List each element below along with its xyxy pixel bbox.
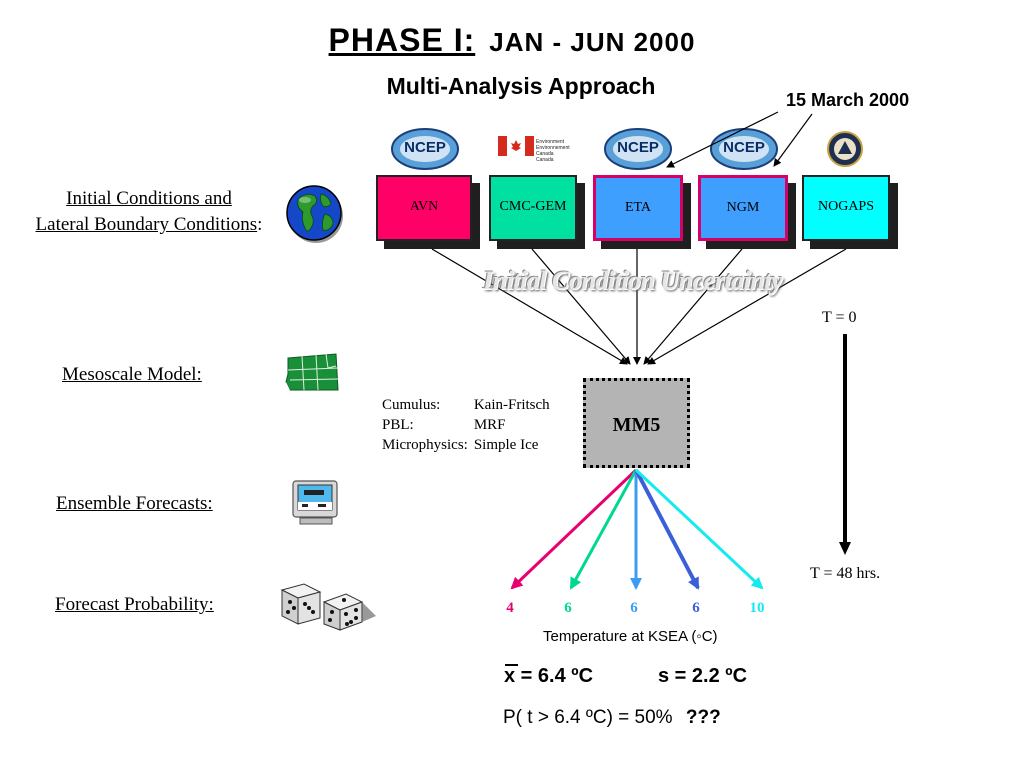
model-label: CMC-GEM (499, 199, 567, 214)
temperature-caption: Temperature at KSEA (◦C) (543, 628, 718, 645)
initial-conditions-line1: Initial Conditions and (66, 188, 232, 209)
arrow-note-to-eta (666, 111, 779, 168)
forecast-value-3: 6 (630, 600, 638, 616)
arrow-forecast-4 (634, 469, 700, 590)
globe-icon (286, 185, 343, 243)
model-label: AVN (409, 199, 439, 214)
dice-icon (280, 583, 376, 631)
ensemble-forecasts-label: Ensemble Forecasts: (56, 493, 213, 514)
probability-statement: P( t > 6.4 ºC) = 50% ??? (503, 707, 721, 729)
mesoscale-model-label: Mesoscale Model: (62, 364, 202, 385)
forecast-probability-label: Forecast Probability: (55, 594, 214, 615)
monitor-icon (292, 480, 338, 525)
model-box-ngm: NGM (698, 175, 788, 241)
mean-stat: x = 6.4 ºC (504, 664, 594, 688)
ncep-logo-graphic (604, 128, 672, 170)
initial-conditions-line2: Lateral Boundary Conditions (35, 214, 258, 235)
mean-stat-text: x = 6.4 ºC (504, 665, 594, 687)
title-dates: JAN - JUN 2000 (489, 27, 696, 57)
ncep-logo-3: NCEP (709, 128, 779, 170)
initial-conditions-label: Initial Conditions and Lateral Boundary … (18, 186, 280, 238)
navy-seal-icon (827, 131, 863, 167)
param-name: PBL: (382, 417, 414, 433)
arrow-ngm-to-mm5 (643, 248, 743, 365)
model-box-cmc-gem: CMC-GEM (489, 175, 577, 241)
arrow-forecast-1 (510, 468, 638, 590)
ncep-logo-graphic (391, 128, 459, 170)
forecast-value-5: 10 (749, 600, 765, 616)
canada-flag-icon (498, 136, 534, 156)
ncep-logo-2: NCEP (603, 128, 673, 170)
arrow-avn-to-mm5 (431, 248, 628, 365)
map-icon (284, 353, 339, 391)
std-stat: s = 2.2 ºC (658, 665, 748, 687)
mm5-params-table: Cumulus: Kain-Fritsch PBL: MRF Microphys… (382, 395, 556, 455)
uncertainty-label: Initial Condition Uncertainty (483, 266, 783, 295)
model-label: NGM (726, 200, 760, 215)
forecast-value-4: 6 (692, 600, 700, 616)
timeline-start-label: T = 0 (822, 309, 857, 326)
timeline-arrow-head (839, 542, 851, 555)
page-title: PHASE I: JAN - JUN 2000 (0, 22, 1024, 59)
timeline-end-label: T = 48 hrs. (810, 565, 881, 582)
mean-overbar (505, 664, 518, 666)
arrow-forecast-5 (634, 468, 764, 590)
ncep-logo-text: NCEP (617, 139, 659, 156)
forecast-value-2: 6 (564, 600, 572, 616)
param-row: Microphysics: Simple Ice (382, 435, 556, 455)
param-row: PBL: MRF (382, 415, 556, 435)
model-box-avn: AVN (376, 175, 472, 241)
probability-text: P( t > 6.4 ºC) = 50% (503, 707, 673, 728)
param-value: MRF (473, 417, 506, 433)
model-label: NOGAPS (817, 199, 874, 214)
arrow-cmc-gem-to-mm5 (531, 248, 631, 365)
param-name: Microphysics: (382, 437, 468, 453)
initial-conditions-colon: : (257, 214, 263, 235)
param-name: Cumulus: (382, 397, 441, 413)
param-value: Simple Ice (473, 437, 539, 453)
model-label: ETA (624, 200, 652, 215)
model-box-nogaps: NOGAPS (802, 175, 890, 241)
mm5-box: MM5 (583, 378, 690, 468)
ncep-logo-text: NCEP (723, 139, 765, 156)
arrow-forecast-2 (569, 469, 638, 590)
ncep-logo-graphic (710, 128, 778, 170)
forecast-value-1: 4 (506, 600, 514, 616)
subtitle: Multi-Analysis Approach (386, 73, 656, 99)
environment-canada-logo: Environment Environnement Canada Canada (498, 136, 570, 163)
model-box-eta: ETA (593, 175, 683, 241)
arrow-note-to-ngm (773, 113, 813, 167)
date-note: 15 March 2000 (786, 90, 910, 110)
param-row: Cumulus: Kain-Fritsch (382, 395, 556, 415)
param-value: Kain-Fritsch (473, 397, 550, 413)
ncep-logo-text: NCEP (404, 139, 446, 156)
title-phase: PHASE I: (328, 22, 476, 58)
probability-question: ??? (685, 707, 721, 728)
ncep-logo-1: NCEP (390, 128, 460, 170)
environment-canada-text: Environment Environnement Canada Canada (536, 139, 570, 163)
mm5-label: MM5 (612, 414, 661, 436)
arrow-nogaps-to-mm5 (647, 248, 847, 365)
